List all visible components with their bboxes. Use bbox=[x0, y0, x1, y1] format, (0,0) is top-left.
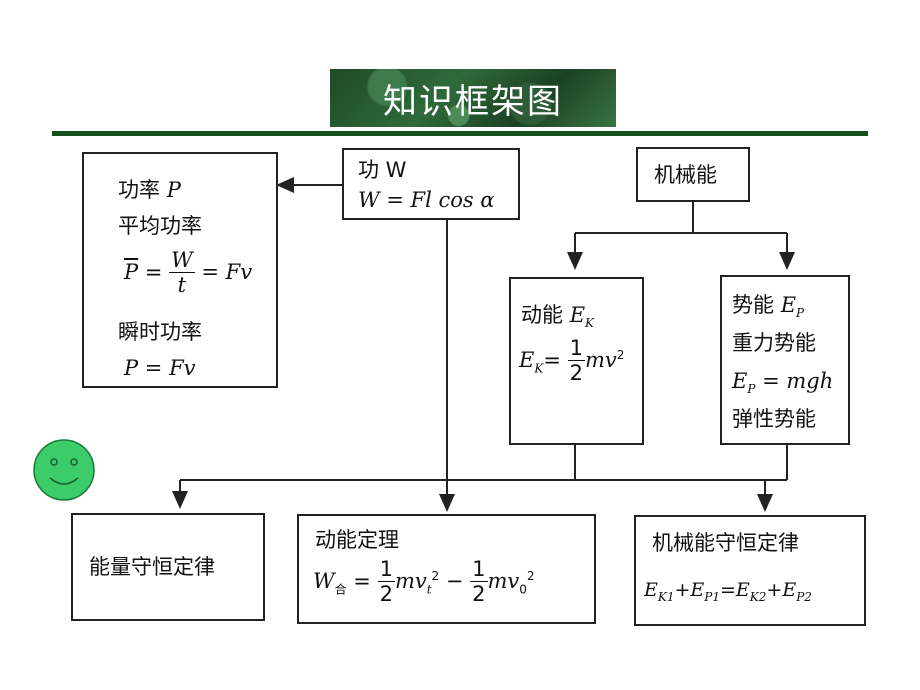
mechanical-conservation-label: 机械能守恒定律 bbox=[652, 531, 799, 555]
power-label: 功率 P bbox=[118, 178, 181, 202]
energy-conservation-box: 能量守恒定律 bbox=[71, 513, 265, 621]
smiley-face-icon bbox=[33, 439, 95, 501]
title-banner: 知识框架图 bbox=[330, 69, 616, 127]
title-divider bbox=[52, 131, 868, 136]
average-power-label: 平均功率 bbox=[118, 214, 202, 238]
mechanical-energy-label: 机械能 bbox=[654, 163, 717, 187]
potential-energy-box: 势能 EP 重力势能 EP = mgh 弹性势能 bbox=[720, 275, 850, 445]
mechanical-energy-box: 机械能 bbox=[636, 147, 750, 202]
energy-conservation-label: 能量守恒定律 bbox=[89, 555, 215, 579]
gravitational-potential-formula: EP = mgh bbox=[732, 369, 834, 397]
instant-power-label: 瞬时功率 bbox=[118, 320, 202, 344]
work-formula: W = Fl cos α bbox=[358, 188, 495, 212]
potential-energy-label: 势能 EP bbox=[732, 293, 805, 321]
work-box: 功 W W = Fl cos α bbox=[342, 148, 520, 220]
kinetic-theorem-label: 动能定理 bbox=[315, 528, 399, 552]
work-label: 功 W bbox=[358, 158, 407, 182]
kinetic-energy-label: 动能 EK bbox=[521, 303, 594, 331]
elastic-potential-label: 弹性势能 bbox=[732, 407, 816, 431]
page-title: 知识框架图 bbox=[383, 81, 563, 122]
instant-power-formula: P = Fv bbox=[124, 356, 196, 380]
gravitational-potential-label: 重力势能 bbox=[732, 331, 816, 355]
mechanical-conservation-box: 机械能守恒定律 EK1+EP1=EK2+EP2 bbox=[634, 515, 866, 626]
mechanical-conservation-formula: EK1+EP1=EK2+EP2 bbox=[644, 579, 812, 604]
